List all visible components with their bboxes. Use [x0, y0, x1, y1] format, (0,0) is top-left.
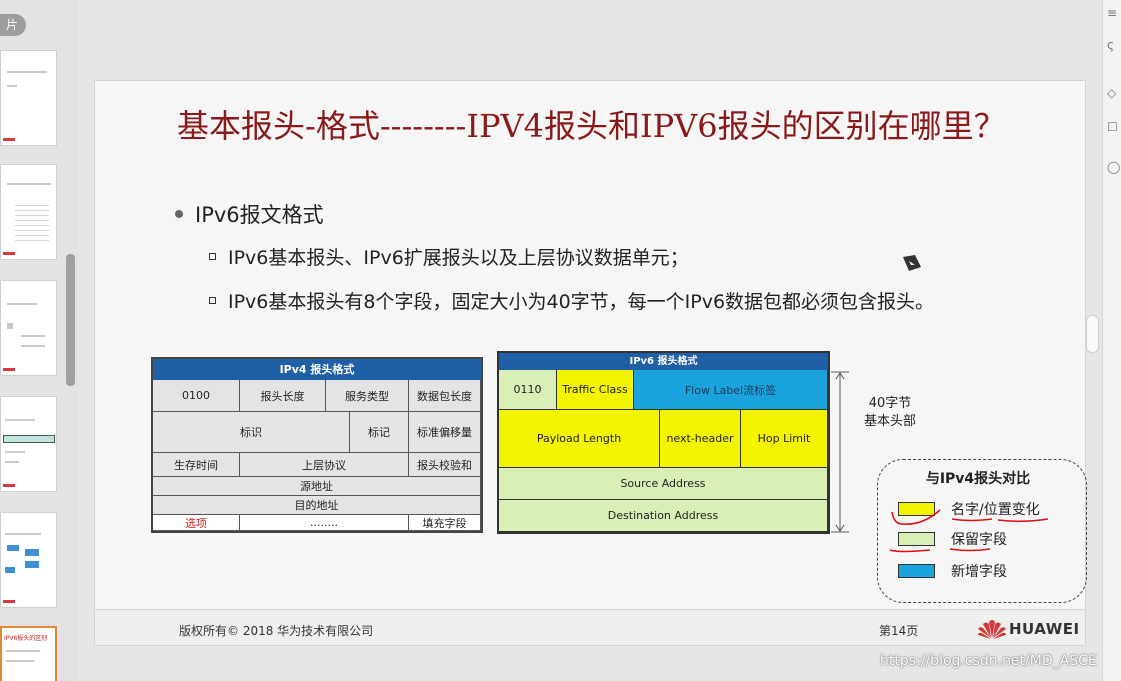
ipv6-destination-address-cell: Destination Address: [499, 500, 828, 532]
slide-thumbnail[interactable]: [0, 164, 57, 260]
slide-thumbnails-panel: 片: [0, 0, 78, 681]
slide-canvas: 基本报头-格式--------IPV4报头和IPV6报头的区别在哪里？ IPv6…: [94, 80, 1087, 646]
right-toolbar: ≡ ς ◇ ☐ ◯: [1102, 0, 1121, 681]
ipv4-header-table: IPv4 报头格式 0100 报头长度 服务类型 数据包长度 标识 标记 标准偏…: [151, 357, 483, 533]
header-size-label: 40字节 基本头部: [855, 395, 925, 431]
ipv4-version-cell: 0100: [153, 380, 240, 412]
hand-drawn-underline-icon: [890, 548, 991, 553]
slide-thumbnail[interactable]: [0, 512, 57, 608]
legend-label: 新增字段: [951, 564, 1007, 580]
ipv4-protocol-cell: 上层协议: [240, 453, 409, 477]
shape-icon[interactable]: ◇: [1107, 86, 1117, 100]
ipv4-header-length-cell: 报头长度: [240, 380, 326, 412]
ipv6-payload-length-cell: Payload Length: [499, 410, 660, 468]
menu-icon[interactable]: ≡: [1107, 6, 1118, 20]
active-thumb-title: IPV6报头的区别: [4, 635, 48, 642]
ipv4-table-header: IPv4 报头格式: [153, 359, 481, 380]
ipv6-next-header-cell: next-header: [660, 410, 741, 468]
slide-scrollbar-thumb[interactable]: [1086, 315, 1099, 353]
thumbnails-scrollbar[interactable]: [66, 254, 75, 386]
bullet-text: IPv6报文格式: [195, 203, 324, 227]
style-icon[interactable]: ς: [1107, 38, 1115, 52]
ipv6-flow-label-cell: Flow Label流标签: [634, 370, 828, 410]
page-number: 第14页: [879, 624, 919, 638]
legend-swatch-yellow: [898, 502, 935, 516]
bullet-item: IPv6报文格式: [175, 199, 324, 229]
thumbnails-toggle-button[interactable]: 片: [0, 14, 26, 36]
ipv4-options-cell: 选项: [153, 515, 240, 531]
mouse-cursor-icon: [903, 255, 921, 271]
huawei-logo-icon: [3, 252, 15, 255]
ipv4-dots-cell: ........: [240, 515, 409, 531]
ipv4-checksum-cell: 报头校验和: [409, 453, 481, 477]
ipv4-flags-cell: 标记: [350, 412, 409, 453]
ipv4-destination-cell: 目的地址: [153, 496, 481, 515]
ipv4-identification-cell: 标识: [153, 412, 350, 453]
slide-title: 基本报头-格式--------IPV4报头和IPV6报头的区别在哪里？: [177, 107, 1006, 145]
header-size-value: 40字节: [868, 396, 912, 411]
copyright-text: 版权所有© 2018 华为技术有限公司: [179, 624, 374, 638]
ipv4-source-cell: 源地址: [153, 477, 481, 496]
square-bullet-icon: [209, 253, 216, 260]
ipv6-traffic-class-cell: Traffic Class: [557, 370, 634, 410]
size-bracket-arrow-icon: [831, 371, 849, 533]
legend-swatch-green: [898, 532, 935, 546]
slide-thumbnail[interactable]: [0, 280, 57, 376]
huawei-flower-icon: [978, 620, 1006, 639]
huawei-logo-icon: [3, 138, 15, 141]
square-bullet-icon: [209, 297, 216, 304]
header-size-desc: 基本头部: [863, 414, 916, 429]
ipv4-total-length-cell: 数据包长度: [409, 380, 481, 412]
ipv4-padding-cell: 填充字段: [409, 515, 481, 531]
ipv6-source-address-cell: Source Address: [499, 468, 828, 500]
picture-icon[interactable]: ☐: [1107, 120, 1118, 134]
legend-title: 与IPv4报头对比: [925, 471, 1031, 487]
huawei-logo-icon: [3, 484, 15, 487]
sub-bullet-item: IPv6基本报头、IPv6扩展报头以及上层协议数据单元；: [209, 243, 689, 270]
slide-footer: [95, 609, 1085, 645]
legend-swatch-blue: [898, 564, 935, 578]
sub-bullet-item: IPv6基本报头有8个字段，固定大小为40字节，每一个IPv6数据包都必须包含报…: [209, 287, 934, 314]
ipv4-service-type-cell: 服务类型: [326, 380, 409, 412]
ipv6-table-header: IPv6 报头格式: [499, 353, 828, 370]
comparison-legend: 与IPv4报头对比 名字/位置变化 保留字段: [877, 459, 1087, 603]
ipv4-ttl-cell: 生存时间: [153, 453, 240, 477]
hand-drawn-mark-icon: [891, 509, 941, 526]
legend-label: 保留字段: [951, 532, 1007, 548]
legend-label: 名字/位置变化: [951, 502, 1040, 518]
watermark-text: https://blog.csdn.net/MD_ASCE: [880, 653, 1097, 669]
bullet-dot-icon: [175, 210, 183, 218]
huawei-logo: HUAWEI: [977, 618, 1085, 640]
sub-bullet-text: IPv6基本报头、IPv6扩展报头以及上层协议数据单元；: [228, 247, 689, 269]
slide-thumbnail-active[interactable]: IPV6报头的区别: [0, 626, 57, 681]
slide-thumbnail[interactable]: [0, 50, 57, 146]
ipv4-fragment-offset-cell: 标准偏移量: [409, 412, 481, 453]
ipv6-header-table: IPv6 报头格式 0110 Traffic Class Flow Label流…: [497, 351, 830, 534]
huawei-logo-icon: [3, 600, 15, 603]
huawei-logo-icon: [3, 368, 15, 371]
hand-drawn-underline-icon: [952, 518, 1049, 523]
huawei-brand-text: HUAWEI: [1009, 620, 1080, 638]
sub-bullet-text: IPv6基本报头有8个字段，固定大小为40字节，每一个IPv6数据包都必须包含报…: [228, 291, 935, 313]
settings-icon[interactable]: ◯: [1107, 160, 1121, 174]
ipv6-hop-limit-cell: Hop Limit: [741, 410, 828, 468]
slide-thumbnail[interactable]: [0, 396, 57, 492]
ipv6-version-cell: 0110: [499, 370, 557, 410]
